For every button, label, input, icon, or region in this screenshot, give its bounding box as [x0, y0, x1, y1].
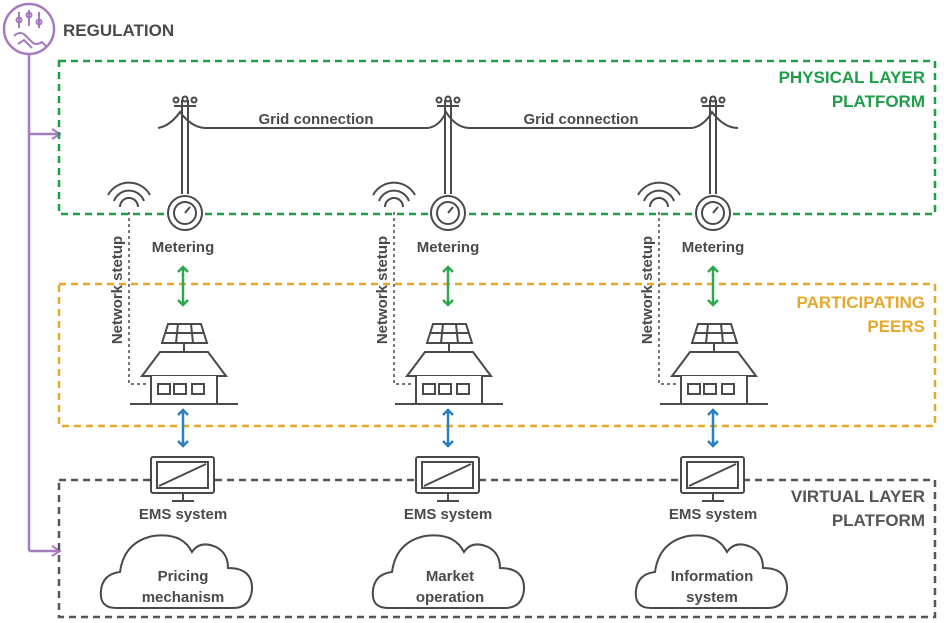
wifi-icon: [637, 181, 681, 208]
virtual-layer-box: [57, 478, 937, 619]
column-2: Metering Network stetup EMS system Marke…: [371, 95, 526, 609]
meter-icon: [430, 195, 466, 231]
solar-panel-icon: [690, 323, 739, 354]
metering-label: Metering: [417, 239, 480, 256]
network-setup-label: Network stetup: [109, 236, 126, 344]
cloud-label-2: mechanism: [142, 589, 225, 606]
meter-icon: [167, 195, 203, 231]
metering-label: Metering: [152, 239, 215, 256]
cloud-label-1: Pricing: [158, 568, 209, 585]
participating-peers-box: [57, 282, 937, 428]
peers-title-1: PARTICIPATING: [797, 293, 925, 312]
cloud-label-1: Market: [426, 568, 474, 585]
cloud-label-2: system: [686, 589, 738, 606]
house-icon: [660, 351, 768, 405]
network-setup-line: [393, 212, 413, 385]
cloud-label-2: operation: [416, 589, 484, 606]
physical-layer-title-2: PLATFORM: [832, 92, 925, 111]
monitor-icon: [680, 456, 745, 502]
monitor-icon: [415, 456, 480, 502]
wifi-icon: [107, 181, 151, 208]
network-setup-label: Network stetup: [639, 236, 656, 344]
solar-panel-icon: [425, 323, 474, 354]
regulation-label: REGULATION: [63, 21, 174, 40]
utility-pole-icon: [700, 95, 726, 194]
wifi-icon: [372, 181, 416, 208]
cloud-shape: [634, 534, 789, 609]
physical-layer-box: [57, 59, 937, 216]
network-setup-label: Network stetup: [374, 236, 391, 344]
cloud-shape: [371, 534, 526, 609]
ems-label: EMS system: [669, 506, 757, 523]
cloud-label-1: Information: [671, 568, 754, 585]
metering-label: Metering: [682, 239, 745, 256]
network-setup-line: [658, 212, 678, 385]
physical-layer-title-1: PHYSICAL LAYER: [779, 68, 925, 87]
column-3: Metering Network stetup EMS system Infor…: [634, 95, 789, 609]
virtual-layer-title-1: VIRTUAL LAYER: [791, 487, 925, 506]
column-1: Metering Network stetup EMS system Prici…: [99, 95, 254, 609]
monitor-icon: [150, 456, 215, 502]
regulation-group: REGULATION: [2, 2, 174, 557]
ems-label: EMS system: [139, 506, 227, 523]
house-icon: [395, 351, 503, 405]
meter-icon: [695, 195, 731, 231]
cloud-shape: [99, 534, 254, 609]
solar-panel-icon: [160, 323, 209, 354]
ems-label: EMS system: [404, 506, 492, 523]
grid-cable: [157, 109, 739, 129]
virtual-layer-title-2: PLATFORM: [832, 511, 925, 530]
utility-pole-icon: [172, 95, 198, 194]
network-setup-line: [128, 212, 148, 385]
utility-pole-icon: [435, 95, 461, 194]
house-icon: [130, 351, 238, 405]
grid-connection-label-2: Grid connection: [523, 111, 638, 128]
regulation-glyph: [13, 10, 47, 49]
peers-title-2: PEERS: [867, 317, 925, 336]
grid-connection-label-1: Grid connection: [258, 111, 373, 128]
